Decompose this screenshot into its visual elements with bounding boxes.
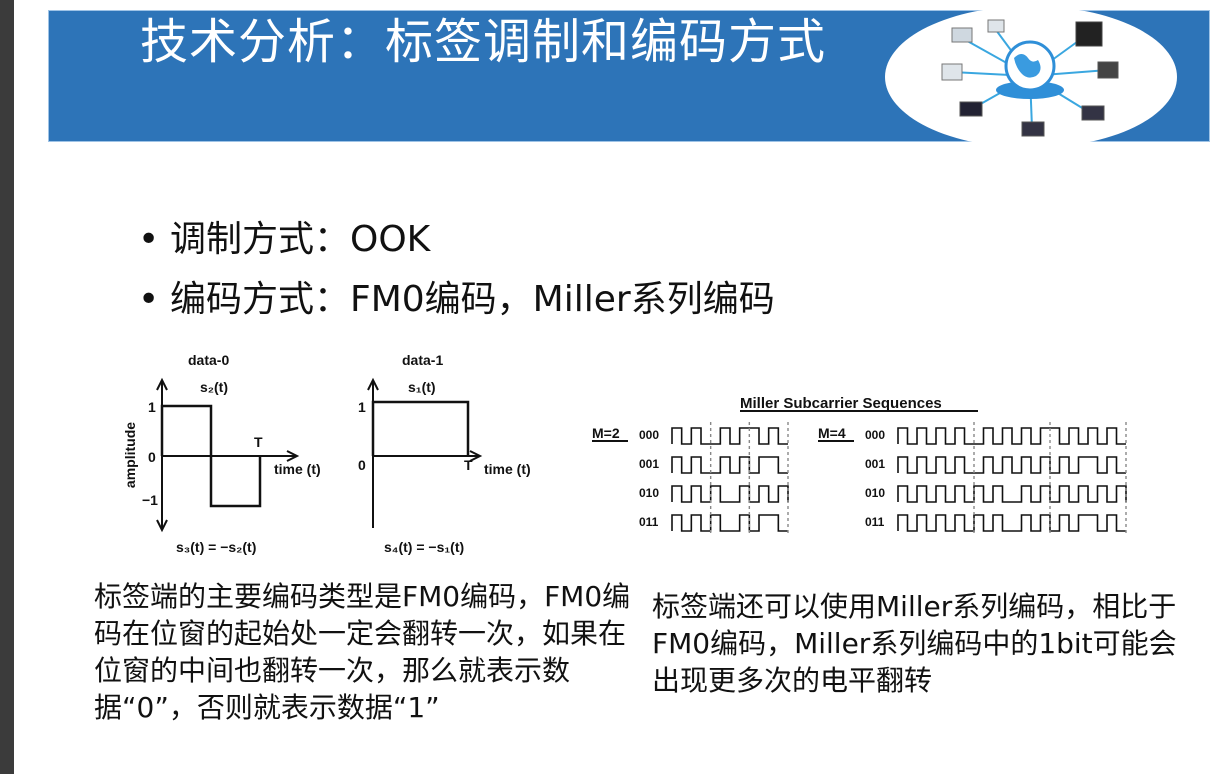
m2-row-label-000: 000 [639, 428, 659, 442]
y-axis-label: amplitude [122, 422, 138, 488]
bullet-dot: • [138, 279, 160, 320]
m2-row-label-011: 011 [639, 515, 659, 529]
tick-label-1: 1 [148, 399, 156, 415]
s3-formula: s₃(t) = −s₂(t) [176, 539, 256, 555]
time-label-data1: time (t) [484, 461, 531, 477]
m4-row-label-001: 001 [865, 457, 885, 471]
fm0-data1-panel: data-1 s₁(t) 1 0 T time (t) s₄(t) = −s₁(… [358, 352, 531, 555]
s4-formula: s₄(t) = −s₁(t) [384, 539, 464, 555]
y-arrow-top-data0 [156, 377, 168, 391]
time-label-data0: time (t) [274, 461, 321, 477]
tick-label-neg1: −1 [142, 492, 158, 508]
bullet-text: 调制方式：OOK [170, 219, 431, 260]
s1-label: s₁(t) [408, 379, 436, 395]
m4-row-label-000: 000 [865, 428, 885, 442]
y-arrow-bottom-data0 [156, 519, 168, 533]
fm0-data0-panel: data-0 s₂(t) amplitude 1 0 −1 T time (t)… [122, 352, 321, 555]
x-arrow-data0 [286, 450, 300, 462]
m2-wave-011 [671, 514, 788, 532]
y-arrow-top-data1 [367, 377, 379, 391]
t-label-data0: T [254, 434, 263, 450]
fm0-data0-waveform [160, 404, 262, 508]
m4-row-label-010: 010 [865, 486, 885, 500]
data0-title: data-0 [188, 352, 229, 368]
t-label-data1: T [464, 457, 473, 473]
miller-waveforms [671, 427, 1127, 532]
s2-label: s₂(t) [200, 379, 228, 395]
fm0-data1-waveform [371, 400, 470, 456]
data1-title: data-1 [402, 352, 443, 368]
m4-wave-010 [897, 485, 1127, 503]
miller-bit-boundaries [709, 422, 1127, 534]
bullet-item-modulation: •调制方式：OOK [138, 210, 775, 270]
miller-description: 标签端还可以使用Miller系列编码，相比于FM0编码，Miller系列编码中的… [652, 590, 1177, 697]
tick-label-0: 0 [148, 449, 156, 465]
m4-wave-001 [897, 456, 1126, 474]
x-arrow-data1 [469, 450, 483, 462]
bullet-list: •调制方式：OOK •编码方式：FM0编码，Miller系列编码 [138, 210, 775, 330]
m4-wave-000 [897, 427, 1126, 445]
left-edge-rule [0, 0, 14, 774]
m4-wave-011 [897, 514, 1126, 532]
bullet-item-encoding: •编码方式：FM0编码，Miller系列编码 [138, 270, 775, 330]
slide-title: 技术分析：标签调制和编码方式 [140, 14, 827, 70]
fm0-description: 标签端的主要编码类型是FM0编码，FM0编码在位窗的起始处一定会翻转一次，如果在… [94, 580, 631, 724]
tick-label-1-data1: 1 [358, 399, 366, 415]
m2-wave-000 [671, 427, 788, 445]
bullet-text: 编码方式：FM0编码，Miller系列编码 [170, 279, 775, 320]
m2-row-label-001: 001 [639, 457, 659, 471]
miller-panel: Miller Subcarrier Sequences M=2 M=4 000 … [592, 395, 942, 529]
m2-label: M=2 [592, 425, 620, 441]
m2-row-label-010: 010 [639, 486, 659, 500]
m4-row-label-011: 011 [865, 515, 885, 529]
m2-wave-001 [671, 456, 788, 474]
network-globe-icon [941, 19, 1119, 137]
tick-label-0-data1: 0 [358, 457, 366, 473]
m2-wave-010 [671, 485, 789, 503]
m4-label: M=4 [818, 425, 846, 441]
bullet-dot: • [138, 219, 160, 260]
miller-title: Miller Subcarrier Sequences [740, 395, 942, 412]
